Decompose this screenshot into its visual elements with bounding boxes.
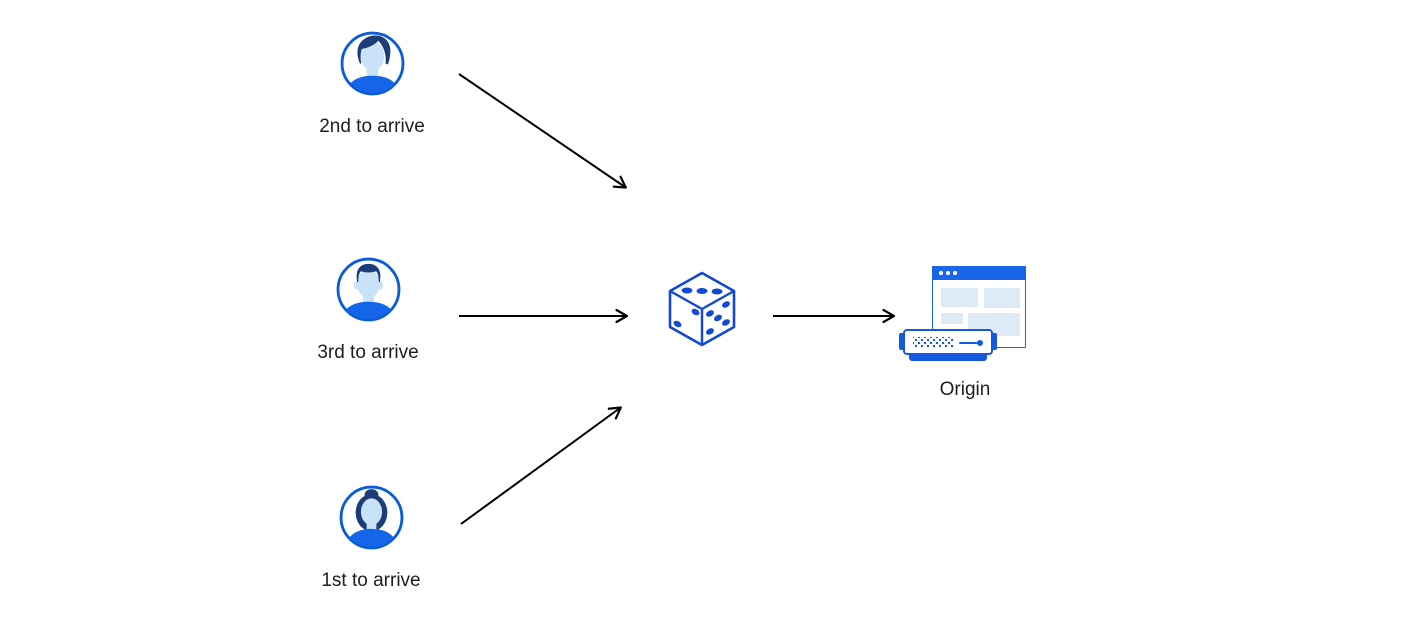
browser-content-pane (941, 288, 978, 307)
node-user-second: 2nd to arrive (292, 31, 452, 139)
node-user-first: 1st to arrive (291, 485, 451, 593)
browser-titlebar (933, 267, 1025, 280)
node-label: 2nd to arrive (319, 116, 425, 137)
browser-dot-icon (953, 271, 957, 276)
server-body (903, 329, 993, 355)
server-base-shadow (909, 355, 987, 361)
server-left-cap (899, 333, 906, 350)
avatar-man-short-hair-icon (336, 257, 400, 322)
avatar-man-swept-hair-icon (340, 31, 404, 96)
node-label: Origin (939, 379, 991, 400)
server-led-icon (977, 340, 983, 346)
dice-icon (668, 271, 736, 347)
browser-content-pane (984, 288, 1020, 308)
arrow-user-second-to-dice (458, 73, 627, 189)
browser-dot-icon (946, 271, 950, 276)
server-right-cap (990, 333, 997, 350)
server-vent-dots (913, 337, 953, 348)
origin-server-browser-icon (885, 266, 1045, 362)
node-origin: Origin (885, 266, 1045, 402)
avatar-woman-bun-icon (339, 485, 403, 550)
browser-dot-icon (939, 271, 943, 276)
server-slot-line (959, 341, 980, 345)
browser-content-pane (941, 313, 963, 324)
arrow-user-first-to-dice (460, 406, 622, 525)
node-label: 1st to arrive (321, 570, 421, 591)
node-user-third: 3rd to arrive (288, 257, 448, 365)
server-icon (899, 329, 997, 362)
node-dice (666, 267, 738, 347)
node-label: 3rd to arrive (317, 342, 419, 363)
